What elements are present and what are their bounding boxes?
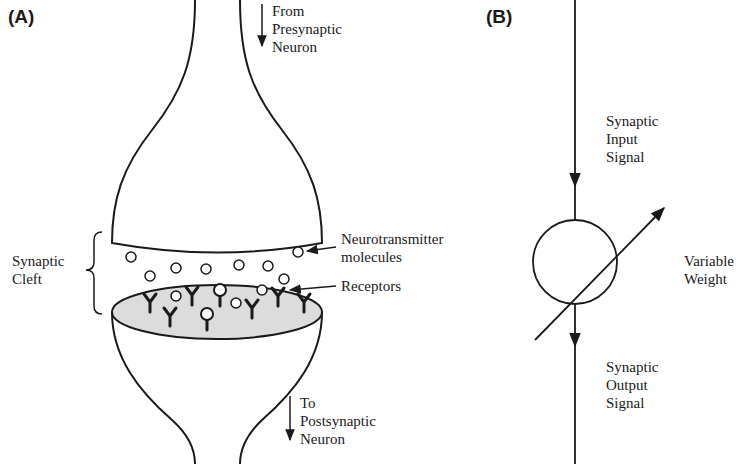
flow-arrow [289, 396, 291, 440]
signal-line [574, 0, 576, 186]
flow-arrow [261, 4, 263, 46]
cleft-bracket [86, 232, 102, 314]
signal-line [574, 186, 576, 220]
weight-circle [533, 220, 617, 304]
presynaptic-terminal [112, 0, 322, 253]
panel-label: (A) [8, 6, 34, 28]
variable-arrow [535, 208, 664, 340]
postsynaptic-membrane [112, 285, 322, 339]
leader-arrow [307, 247, 336, 251]
part-label: Synaptic Cleft [12, 252, 65, 288]
part-label: Neurotransmitter molecules [341, 230, 443, 266]
signal-label: Synaptic Input Signal [606, 112, 659, 166]
receptors [144, 287, 310, 330]
signal-line [574, 346, 576, 464]
bound-receptors [201, 284, 226, 320]
neurotransmitter-molecules [126, 247, 303, 308]
direction-label: To Postsynaptic Neuron [300, 394, 376, 448]
signal-line [574, 304, 576, 346]
weight-label: Variable Weight [684, 252, 734, 288]
signal-label: Synaptic Output Signal [606, 358, 659, 412]
panel-label: (B) [486, 6, 512, 28]
leader-arrow [290, 286, 336, 290]
direction-label: From Presynaptic Neuron [272, 2, 342, 56]
part-label: Receptors [341, 277, 401, 295]
